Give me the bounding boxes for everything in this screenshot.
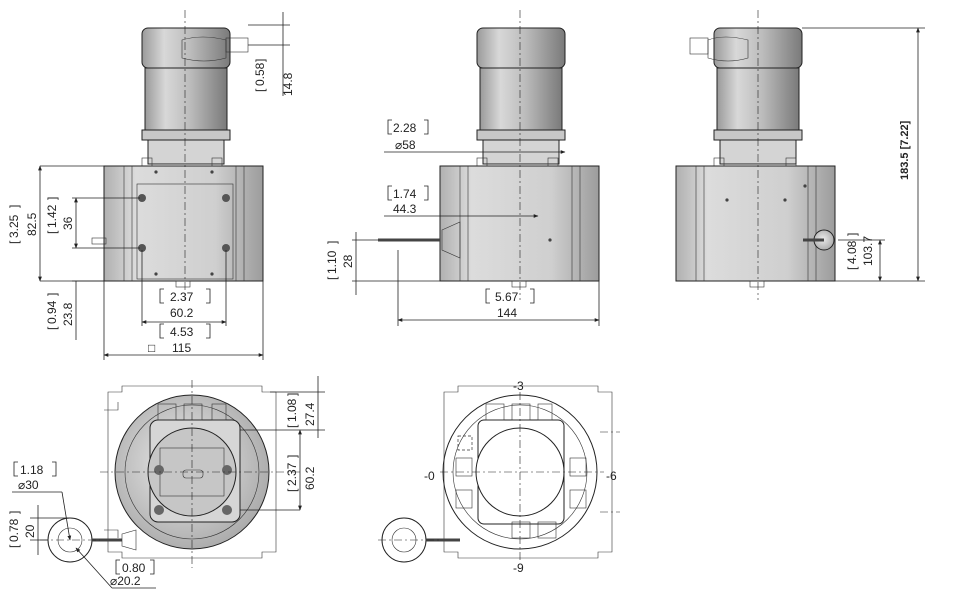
dim-top-in: 1.08 [285, 398, 299, 422]
dim-holew-mm: 60.2 [170, 306, 194, 320]
svg-text:[: [ [285, 488, 299, 492]
svg-text:]: ] [45, 293, 59, 296]
svg-text:[: [ [285, 424, 299, 428]
svg-text:]: ] [285, 393, 299, 396]
dim-side-width-in: 5.67 [495, 290, 519, 304]
orientation-view [378, 385, 620, 563]
dim-side-width-mm: 144 [497, 306, 517, 320]
dim-ringh-mm: 20 [23, 524, 37, 538]
svg-text:[: [ [253, 88, 267, 92]
dim-exit-in: 1.10 [325, 250, 339, 274]
svg-text:[: [ [45, 230, 59, 234]
orient-left: -0 [424, 469, 435, 483]
dim-drum-mm: 44.3 [393, 202, 417, 216]
svg-text:]: ] [7, 205, 21, 208]
orient-bottom: -9 [513, 561, 524, 575]
svg-text:]: ] [253, 59, 267, 62]
dim-width-in: 4.53 [170, 325, 194, 339]
dim-drum-in: 1.74 [393, 187, 417, 201]
dim-exit-mm: 28 [341, 254, 355, 268]
top-view [40, 380, 300, 568]
side-view-dims: 2.28 ⌀58 1.74 44.3 [ 1.10 ] 28 5.67 144 [325, 119, 600, 326]
orient-right: -6 [606, 469, 617, 483]
dim-neck-in: 2.28 [393, 121, 417, 135]
dim-ringh-in: 0.78 [7, 518, 21, 542]
dim-cent-in: 2.37 [285, 462, 299, 486]
dim-base-mm: 23.8 [61, 302, 75, 326]
svg-text:]: ] [45, 197, 59, 200]
svg-text:]: ] [845, 233, 859, 236]
dim-eye-mm: 103.7 [861, 236, 875, 266]
dim-cable-mm: 14.8 [281, 72, 295, 96]
dim-hole-mm: ⌀20.2 [110, 574, 141, 588]
dim-eye-in: 4.08 [845, 240, 859, 264]
svg-text:[: [ [7, 240, 21, 244]
dim-total: 183.5 [7.22] [899, 120, 911, 180]
front-view [91, 10, 264, 300]
svg-text:[: [ [45, 326, 59, 330]
svg-text:[: [ [845, 266, 859, 270]
dim-cent-mm: 60.2 [303, 466, 317, 490]
dim-hole-in: 0.80 [122, 561, 146, 575]
dim-body-in: 3.25 [7, 214, 21, 238]
svg-text:]: ] [285, 455, 299, 458]
dim-ring-in: 1.18 [20, 463, 44, 477]
front-view-dims: [ 0.58 ] 14.8 [ 3.25 ] 82.5 [ 1.42 ] 36 … [7, 12, 295, 360]
dim-top-mm: 27.4 [303, 402, 317, 426]
dim-holew-in: 2.37 [170, 290, 194, 304]
dim-cable-in: 0.58 [253, 62, 267, 86]
svg-text:]: ] [325, 241, 339, 244]
dim-ring-mm: ⌀30 [18, 478, 39, 492]
svg-text:[: [ [325, 276, 339, 280]
dim-base-in: 0.94 [45, 300, 59, 324]
svg-text:[: [ [7, 544, 21, 548]
dim-holes-mm: 36 [61, 216, 75, 230]
dim-width-mm: 115 [172, 341, 191, 355]
dim-holes-in: 1.42 [45, 204, 59, 228]
orient-top: -3 [513, 379, 524, 393]
rear-view-dims: [ 4.08 ] 103.7 183.5 [7.22] [802, 27, 925, 282]
dim-body-mm: 82.5 [25, 212, 39, 236]
svg-text:]: ] [7, 511, 21, 514]
rear-view [675, 10, 836, 300]
top-view-dims: 1.18 ⌀30 [ 0.78 ] 20 0.80 ⌀20.2 [ 1.08 ]… [7, 376, 325, 589]
side-view [378, 10, 600, 300]
dim-neck-mm: ⌀58 [395, 138, 416, 152]
orientation-labels: -3 -0 -6 -9 [424, 379, 617, 575]
square-symbol: □ [148, 341, 155, 355]
